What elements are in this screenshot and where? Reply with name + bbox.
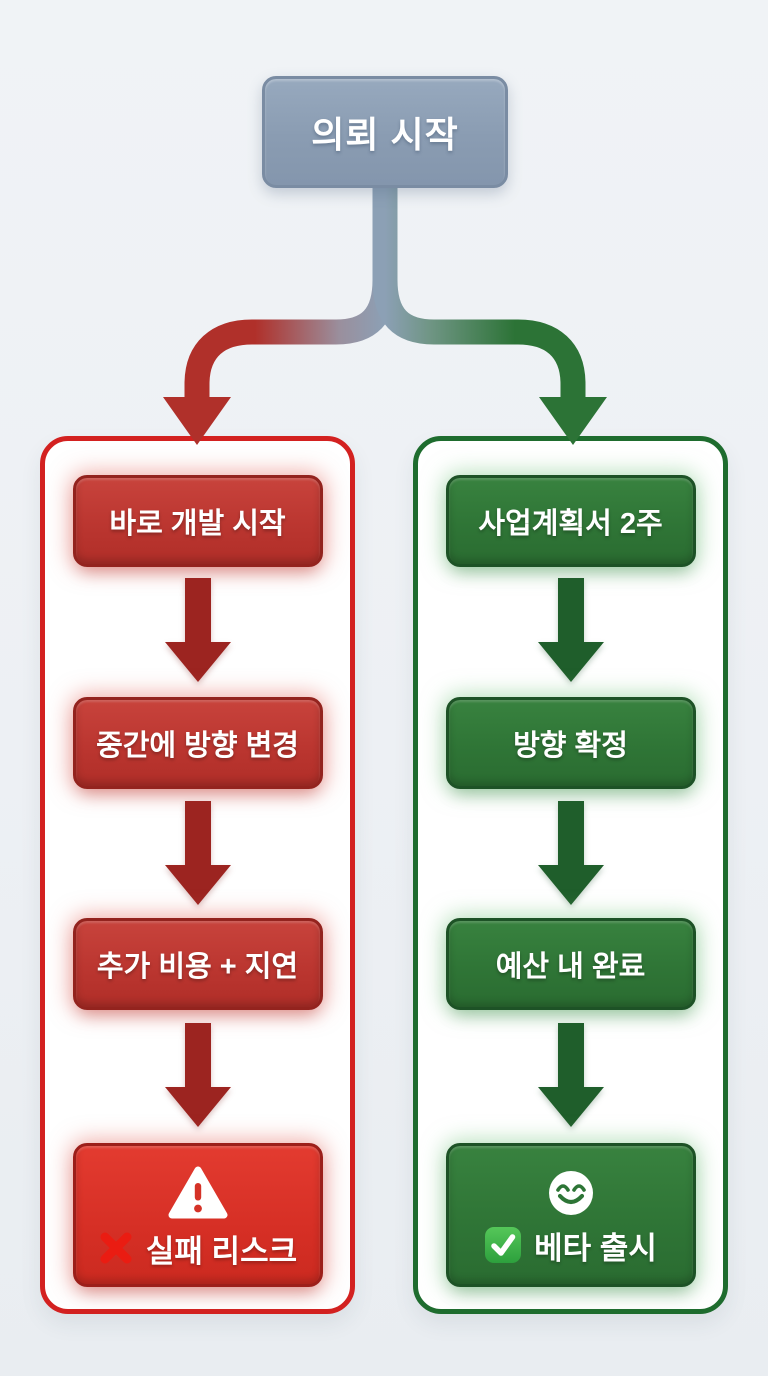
step-label: 예산 내 완료 [495, 951, 646, 983]
down-arrow-icon [537, 1023, 604, 1127]
step-box-extra-cost: 추가 비용 + 지연 [72, 918, 323, 1010]
result-label: 실패 리스크 [145, 1233, 298, 1269]
branch-connector [163, 186, 607, 445]
down-arrow-icon [537, 801, 604, 905]
step-label: 사업계획서 2주 [478, 508, 663, 540]
flow-root-node: 의뢰 시작 [262, 76, 508, 188]
down-arrow-icon [164, 801, 231, 905]
step-box-direction-change: 중간에 방향 변경 [72, 697, 323, 789]
step-box-direction-fixed: 방향 확정 [445, 697, 696, 789]
step-box-within-budget: 예산 내 완료 [445, 918, 696, 1010]
failure-branch-panel: 바로 개발 시작 중간에 방향 변경 추가 비용 + 지연 [40, 436, 355, 1314]
right-branch-pipe [372, 186, 586, 400]
down-arrow-icon [164, 578, 231, 682]
result-label-row: 베타 출시 [484, 1223, 657, 1268]
step-label: 추가 비용 + 지연 [96, 951, 299, 983]
success-branch-panel: 사업계획서 2주 방향 확정 예산 내 완료 [413, 436, 728, 1314]
left-branch-pipe [184, 186, 398, 400]
smiley-face-icon [548, 1170, 593, 1215]
down-arrow-icon [164, 1023, 231, 1127]
step-label: 중간에 방향 변경 [96, 730, 299, 762]
right-branch-arrowhead-icon [539, 397, 607, 445]
warning-triangle-icon [168, 1166, 227, 1218]
result-label-row: 실패 리스크 [98, 1226, 297, 1271]
step-label: 바로 개발 시작 [109, 508, 286, 540]
root-node-label: 의뢰 시작 [311, 114, 459, 155]
down-arrow-icon [537, 578, 604, 682]
step-box-start-dev: 바로 개발 시작 [72, 475, 323, 567]
cross-mark-icon [100, 1232, 132, 1264]
step-box-business-plan: 사업계획서 2주 [445, 475, 696, 567]
result-label: 베타 출시 [534, 1230, 657, 1266]
result-box-beta-launch: 베타 출시 [445, 1143, 696, 1287]
result-box-failure-risk: 실패 리스크 [72, 1143, 323, 1287]
step-label: 방향 확정 [513, 730, 628, 762]
left-branch-arrowhead-icon [163, 397, 231, 445]
check-mark-icon [485, 1227, 522, 1263]
